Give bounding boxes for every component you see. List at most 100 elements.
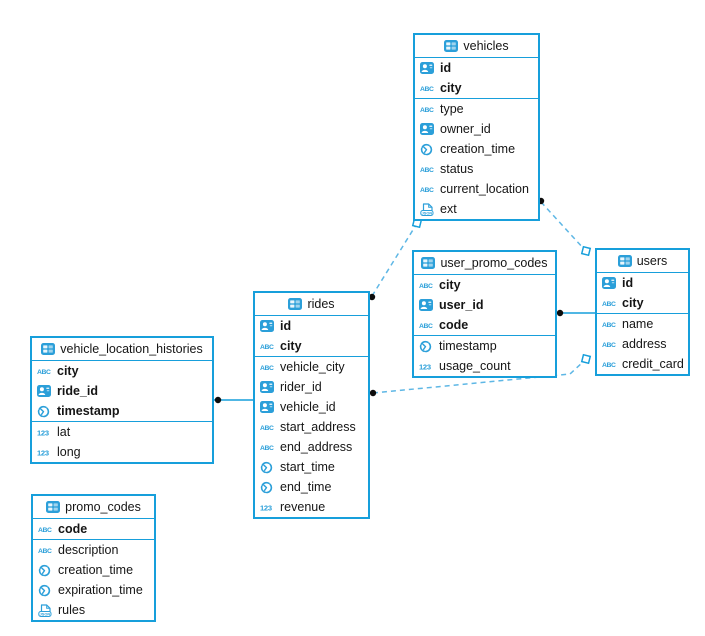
clock-icon bbox=[420, 143, 440, 156]
relation-endpoint-square bbox=[580, 353, 592, 365]
field-label: vehicle_city bbox=[280, 360, 345, 374]
user-id-icon bbox=[602, 277, 622, 289]
svg-text:ABC: ABC bbox=[602, 342, 616, 349]
field-row-code: ABC code bbox=[414, 315, 555, 335]
svg-text:ABC: ABC bbox=[419, 323, 433, 330]
field-label: start_address bbox=[280, 420, 356, 434]
field-label: address bbox=[622, 337, 667, 351]
svg-text:ABC: ABC bbox=[419, 283, 433, 290]
svg-text:ABC: ABC bbox=[420, 167, 434, 174]
table-icon bbox=[46, 501, 61, 513]
field-label: creation_time bbox=[58, 563, 134, 577]
table-name: vehicle_location_histories bbox=[60, 342, 203, 356]
field-label: end_time bbox=[280, 480, 332, 494]
field-row-ride_id: ride_id bbox=[32, 381, 212, 401]
svg-text:123: 123 bbox=[260, 503, 272, 512]
table-icon bbox=[421, 257, 436, 269]
field-row-id: id bbox=[597, 273, 688, 293]
field-row-creation_time: creation_time bbox=[415, 139, 538, 159]
field-row-creation_time: creation_time bbox=[33, 560, 154, 580]
user-id-icon bbox=[420, 123, 440, 135]
abc-text-icon: ABC bbox=[602, 358, 622, 370]
abc-text-icon: ABC bbox=[37, 365, 57, 377]
table-header[interactable]: vehicles bbox=[415, 35, 538, 58]
svg-text:ABC: ABC bbox=[420, 107, 434, 114]
field-label: city bbox=[280, 339, 302, 353]
table-icon bbox=[41, 343, 56, 355]
field-label: id bbox=[280, 319, 292, 333]
clock-icon bbox=[419, 340, 439, 353]
field-label: name bbox=[622, 317, 654, 331]
clock-icon bbox=[38, 564, 58, 577]
field-label: timestamp bbox=[439, 339, 497, 353]
svg-text:123: 123 bbox=[37, 448, 49, 457]
table-header[interactable]: promo_codes bbox=[33, 496, 154, 519]
field-label: city bbox=[440, 81, 462, 95]
field-label: lat bbox=[57, 425, 71, 439]
table-header[interactable]: user_promo_codes bbox=[414, 252, 555, 275]
svg-text:123: 123 bbox=[419, 362, 431, 371]
table-header[interactable]: rides bbox=[255, 293, 368, 316]
table-icon bbox=[617, 255, 632, 267]
field-label: status bbox=[440, 162, 474, 176]
field-label: user_id bbox=[439, 298, 484, 312]
table-name: user_promo_codes bbox=[440, 256, 548, 270]
svg-text:ABC: ABC bbox=[38, 548, 52, 555]
relation-endpoint-dot bbox=[556, 309, 564, 317]
123-number-icon: 123 bbox=[37, 426, 57, 438]
abc-text-icon: ABC bbox=[260, 441, 280, 453]
table-header[interactable]: vehicle_location_histories bbox=[32, 338, 212, 361]
svg-text:ABC: ABC bbox=[260, 425, 274, 432]
field-row-rider_id: rider_id bbox=[255, 377, 368, 397]
svg-text:JSON: JSON bbox=[422, 210, 433, 215]
svg-text:JSON: JSON bbox=[40, 611, 51, 616]
relation-endpoint-square bbox=[580, 245, 592, 257]
svg-text:ABC: ABC bbox=[602, 301, 616, 308]
field-label: code bbox=[58, 522, 88, 536]
abc-text-icon: ABC bbox=[419, 319, 439, 331]
user-id-icon bbox=[260, 381, 280, 393]
json-icon: JSON bbox=[420, 202, 440, 216]
field-label: code bbox=[439, 318, 469, 332]
table-name: vehicles bbox=[463, 39, 509, 53]
field-label: city bbox=[57, 364, 79, 378]
svg-text:ABC: ABC bbox=[420, 187, 434, 194]
clock-icon bbox=[37, 405, 57, 418]
field-row-expiration_time: expiration_time bbox=[33, 580, 154, 600]
user-id-icon bbox=[260, 401, 280, 413]
abc-text-icon: ABC bbox=[602, 338, 622, 350]
field-label: ride_id bbox=[57, 384, 98, 398]
abc-text-icon: ABC bbox=[420, 183, 440, 195]
svg-text:ABC: ABC bbox=[260, 445, 274, 452]
abc-text-icon: ABC bbox=[38, 544, 58, 556]
field-label: id bbox=[622, 276, 634, 290]
table-header[interactable]: users bbox=[597, 250, 688, 273]
abc-text-icon: ABC bbox=[419, 279, 439, 291]
field-label: timestamp bbox=[57, 404, 120, 418]
field-label: credit_card bbox=[622, 357, 684, 371]
relation-endpoint-dot bbox=[214, 396, 222, 404]
abc-text-icon: ABC bbox=[420, 82, 440, 94]
field-row-start_address: ABC start_address bbox=[255, 417, 368, 437]
field-label: id bbox=[440, 61, 452, 75]
field-row-start_time: start_time bbox=[255, 457, 368, 477]
